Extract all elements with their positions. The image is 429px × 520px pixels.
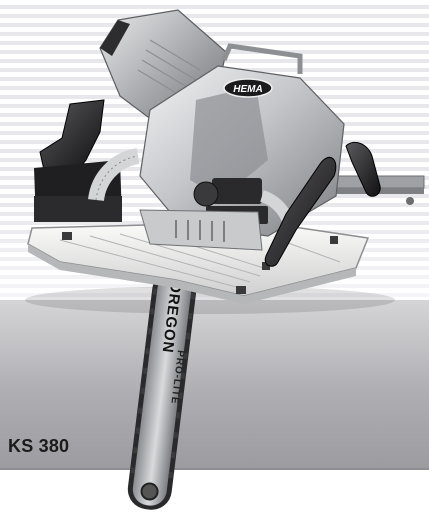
gray-band-edge xyxy=(0,468,429,470)
main-housing xyxy=(139,65,345,237)
side-knob xyxy=(345,141,381,197)
guide-bar: OREGON PRO-LITE xyxy=(127,270,197,510)
bottom-white-area xyxy=(0,470,429,520)
front-handle xyxy=(264,156,337,267)
model-label: KS 380 xyxy=(8,436,70,456)
top-carry-handle xyxy=(221,43,303,74)
rear-handle xyxy=(34,99,122,222)
blade-guard xyxy=(139,209,263,251)
brand-badge-text: HEMA xyxy=(233,84,262,95)
brand-badge: HEMA xyxy=(223,78,273,98)
machine-shadow xyxy=(25,286,395,314)
gray-band-background xyxy=(0,300,429,470)
angle-scale-left xyxy=(88,148,140,202)
